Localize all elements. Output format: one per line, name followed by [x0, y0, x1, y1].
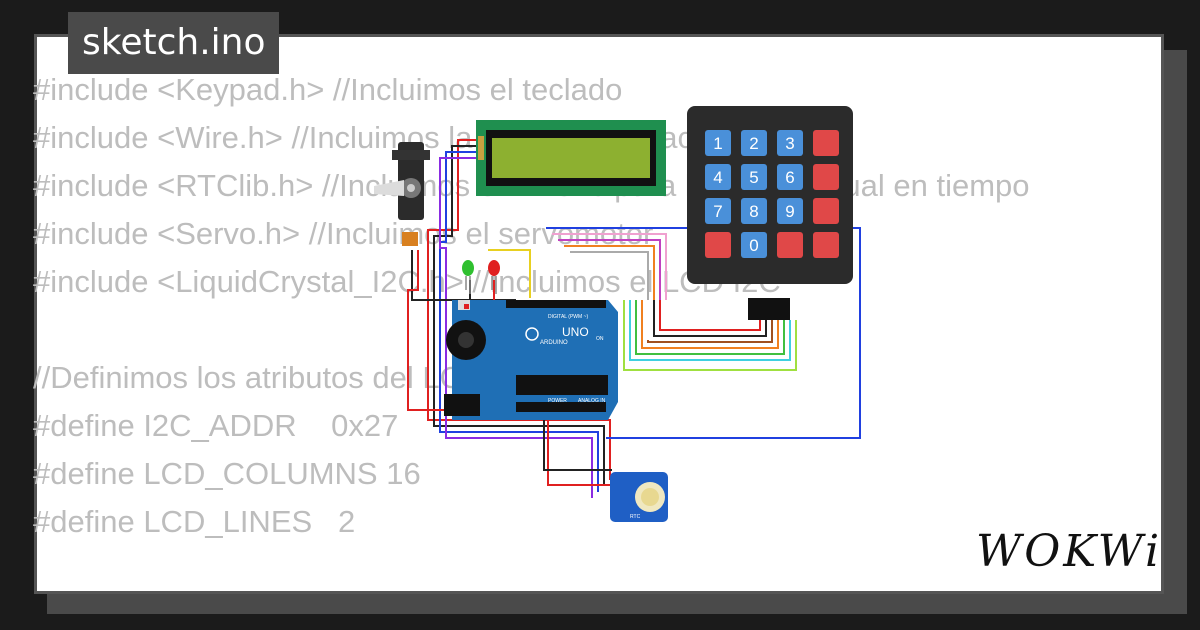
keypad-key-label: 9: [785, 202, 794, 221]
keypad-key[interactable]: [813, 198, 839, 224]
keypad-key[interactable]: [777, 232, 803, 258]
wokwi-logo: WOKWi: [976, 526, 1163, 577]
code-line: #define LCD_COLUMNS 16: [33, 456, 421, 491]
keypad-key[interactable]: 6: [777, 164, 803, 190]
keypad-key[interactable]: 3: [777, 130, 803, 156]
code-preview: #include <Keypad.h> //Incluimos el tecla…: [33, 66, 1030, 546]
code-line: //Definimos los atributos del LCD: [33, 360, 485, 395]
keypad-key[interactable]: 4: [705, 164, 731, 190]
arduino-logo-icon: [525, 327, 539, 341]
servo-motor[interactable]: [374, 142, 430, 246]
keypad-key[interactable]: 7: [705, 198, 731, 224]
keypad-key-label: 8: [749, 202, 758, 221]
keypad-key[interactable]: [813, 130, 839, 156]
keypad-key[interactable]: 1: [705, 130, 731, 156]
rtc-module[interactable]: RTC: [610, 472, 668, 522]
keypad-key[interactable]: 2: [741, 130, 767, 156]
keypad-key-label: 1: [713, 134, 722, 153]
arduino-power-label: POWER: [548, 398, 567, 404]
arduino-uno[interactable]: DIGITAL (PWM ~) UNO ARDUINO ON POWER ANA…: [444, 300, 618, 420]
keypad-key-label: 2: [749, 134, 758, 153]
led-red[interactable]: [488, 260, 500, 294]
code-line: #define LCD_LINES 2: [33, 504, 356, 539]
keypad-key[interactable]: [813, 164, 839, 190]
code-line: #include <Keypad.h> //Incluimos el tecla…: [33, 72, 623, 107]
rtc-label: RTC: [630, 514, 641, 520]
keypad-key-label: 4: [713, 168, 722, 187]
keypad-key[interactable]: 8: [741, 198, 767, 224]
keypad-key-label: 0: [749, 236, 758, 255]
arduino-digital-label: DIGITAL (PWM ~): [548, 314, 588, 320]
keypad-key-label: 3: [785, 134, 794, 153]
keypad[interactable]: 1 2 3 4 5 6 7 8 9 0: [687, 106, 853, 320]
code-line: #define I2C_ADDR 0x27: [33, 408, 399, 443]
keypad-key[interactable]: [705, 232, 731, 258]
keypad-key[interactable]: 0: [741, 232, 767, 258]
keypad-key-label: 5: [749, 168, 758, 187]
arduino-model: UNO: [562, 325, 589, 339]
lcd-display[interactable]: [476, 120, 666, 196]
arduino-analog-label: ANALOG IN: [578, 398, 606, 404]
led-green[interactable]: [462, 260, 474, 294]
arduino-brand: ARDUINO: [540, 340, 568, 346]
keypad-key[interactable]: 5: [741, 164, 767, 190]
file-tab[interactable]: sketch.ino: [68, 12, 280, 74]
keypad-key-label: 6: [785, 168, 794, 187]
keypad-key-label: 7: [713, 202, 722, 221]
keypad-key[interactable]: 9: [777, 198, 803, 224]
keypad-key[interactable]: [813, 232, 839, 258]
arduino-on-label: ON: [596, 336, 604, 342]
